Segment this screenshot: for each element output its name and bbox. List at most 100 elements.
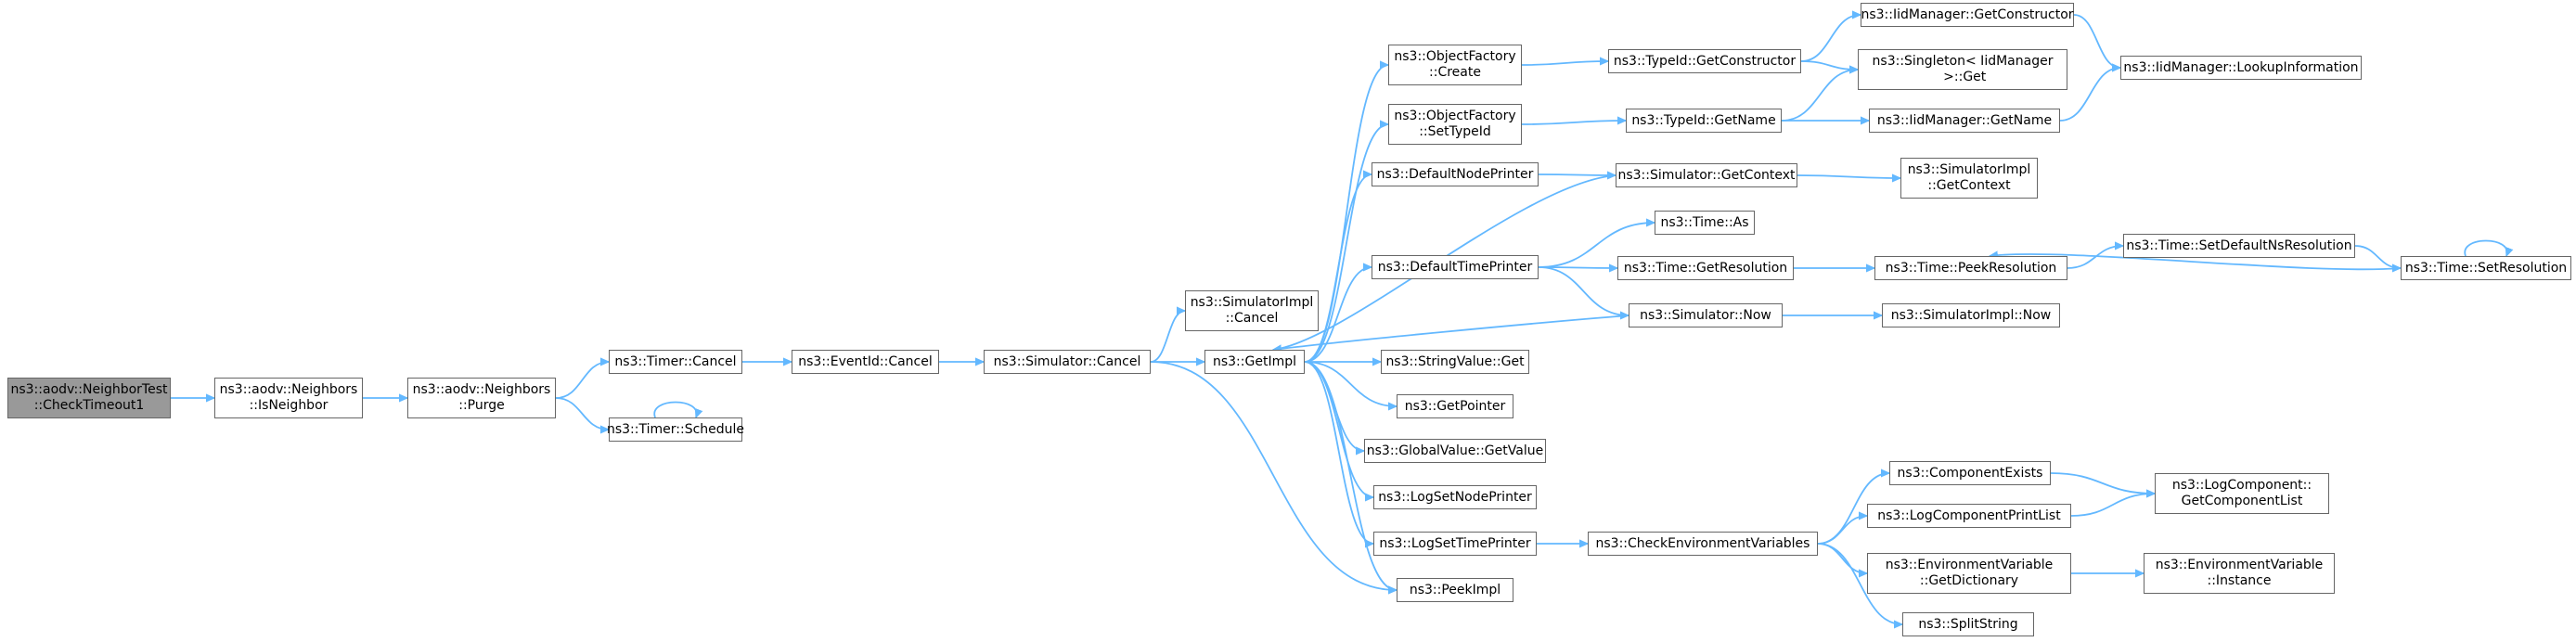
edge-typeid-getname-to-singleton-get	[1781, 70, 1858, 122]
edge-get-impl-to-get-pointer	[1304, 361, 1397, 406]
node-timer-schedule[interactable]: ns3::Timer::Schedule	[606, 417, 745, 442]
node-label: ns3::Simulator::GetContext	[1617, 167, 1796, 183]
node-iidm-lookupinformation[interactable]: ns3::IidManager::LookupInformation	[2120, 56, 2362, 80]
node-label: ns3::DefaultNodePrinter	[1376, 166, 1534, 182]
edge-simulator-cancel-to-simimpl-cancel	[1150, 311, 1185, 363]
node-label: ns3::Time::GetResolution	[1623, 260, 1788, 276]
node-time-getresolution[interactable]: ns3::Time::GetResolution	[1617, 256, 1794, 280]
node-envvar-instance[interactable]: ns3::EnvironmentVariable::Instance	[2144, 553, 2335, 594]
edge-iidm-getname-to-iidm-lookupinformation	[2059, 68, 2120, 122]
node-label: ns3::IidManager::LookupInformation	[2123, 59, 2359, 75]
edge-iidm-getconstructor-to-iidm-lookupinformation	[2073, 14, 2120, 68]
node-simulator-getcontext[interactable]: ns3::Simulator::GetContext	[1616, 163, 1797, 187]
node-label: ns3::Singleton< IidManager	[1872, 54, 2054, 69]
node-split-string[interactable]: ns3::SplitString	[1902, 612, 2034, 636]
node-label: ns3::LogSetTimePrinter	[1379, 535, 1531, 551]
node-eventid-cancel[interactable]: ns3::EventId::Cancel	[792, 350, 939, 374]
node-logcomponent-getcomponentlist[interactable]: ns3::LogComponent::GetComponentList	[2155, 473, 2329, 514]
node-label: ::GetContext	[1927, 178, 2011, 193]
node-get-pointer[interactable]: ns3::GetPointer	[1397, 394, 1513, 418]
node-label: ns3::Timer::Cancel	[614, 353, 737, 369]
edge-log-component-print-list-to-logcomponent-getcomponentlist	[2070, 494, 2155, 517]
node-label: ::GetDictionary	[1919, 573, 2019, 588]
edge-of-create-to-typeid-getconstructor	[1521, 61, 1608, 66]
node-typeid-getconstructor[interactable]: ns3::TypeId::GetConstructor	[1608, 49, 1801, 73]
node-purge[interactable]: ns3::aodv::Neighbors::Purge	[407, 378, 556, 418]
node-label: ns3::LogComponent::	[2171, 478, 2312, 493]
node-simimpl-getcontext[interactable]: ns3::SimulatorImpl::GetContext	[1900, 158, 2038, 199]
node-peek-impl[interactable]: ns3::PeekImpl	[1397, 578, 1513, 602]
call-edges	[170, 14, 2507, 624]
node-timer-cancel[interactable]: ns3::Timer::Cancel	[609, 350, 742, 374]
node-label: ::Cancel	[1225, 311, 1279, 326]
node-globalvalue-getvalue[interactable]: ns3::GlobalValue::GetValue	[1364, 439, 1546, 463]
node-iidm-getname[interactable]: ns3::IidManager::GetName	[1869, 109, 2060, 133]
node-label: ns3::aodv::Neighbors	[412, 382, 551, 397]
edge-default-node-printer-to-simulator-getcontext	[1538, 174, 1616, 175]
node-label: ns3::GetImpl	[1212, 353, 1296, 369]
edge-default-time-printer-to-time-getresolution	[1538, 267, 1617, 268]
edge-check-env-vars-to-envvar-getdictionary	[1817, 543, 1867, 573]
node-of-settypeid[interactable]: ns3::ObjectFactory::SetTypeId	[1388, 104, 1522, 145]
node-simulator-cancel[interactable]: ns3::Simulator::Cancel	[984, 350, 1151, 374]
edge-time-setdefaultnsresolution-to-time-setresolution	[2354, 245, 2401, 268]
node-singleton-get[interactable]: ns3::Singleton< IidManager >::Get	[1858, 49, 2067, 90]
edge-timer-schedule-to-timer-schedule	[653, 401, 696, 418]
node-label: ns3::CheckEnvironmentVariables	[1595, 535, 1810, 551]
edge-typeid-getconstructor-to-singleton-get	[1800, 60, 1858, 70]
node-label: ::IsNeighbor	[249, 398, 328, 413]
node-stringvalue-get[interactable]: ns3::StringValue::Get	[1381, 350, 1529, 374]
node-label: GetComponentList	[2181, 494, 2303, 508]
node-simulator-now[interactable]: ns3::Simulator::Now	[1629, 303, 1783, 327]
node-label: ns3::Simulator::Cancel	[993, 353, 1141, 369]
node-label: ns3::Time::PeekResolution	[1885, 260, 2057, 276]
node-default-time-printer[interactable]: ns3::DefaultTimePrinter	[1372, 255, 1539, 279]
node-of-create[interactable]: ns3::ObjectFactory::Create	[1388, 45, 1522, 85]
node-label: ns3::Time::SetDefaultNsResolution	[2126, 238, 2352, 253]
edge-component-exists-to-logcomponent-getcomponentlist	[2050, 472, 2155, 494]
edge-get-impl-to-default-time-printer	[1304, 267, 1372, 363]
edge-check-env-vars-to-split-string	[1817, 543, 1902, 624]
node-typeid-getname[interactable]: ns3::TypeId::GetName	[1626, 109, 1782, 133]
node-log-set-time-printer[interactable]: ns3::LogSetTimePrinter	[1373, 532, 1537, 556]
node-simimpl-now[interactable]: ns3::SimulatorImpl::Now	[1882, 303, 2060, 327]
node-label: ns3::SimulatorImpl::Now	[1890, 307, 2052, 323]
edge-typeid-getconstructor-to-iidm-getconstructor	[1800, 15, 1861, 62]
node-is-neighbor[interactable]: ns3::aodv::Neighbors::IsNeighbor	[214, 378, 363, 418]
edge-purge-to-timer-schedule	[555, 397, 609, 430]
node-label: ns3::GlobalValue::GetValue	[1366, 443, 1544, 458]
node-time-setdefaultnsresolution[interactable]: ns3::Time::SetDefaultNsResolution	[2123, 234, 2355, 258]
node-check-env-vars[interactable]: ns3::CheckEnvironmentVariables	[1588, 532, 1818, 556]
node-envvar-getdictionary[interactable]: ns3::EnvironmentVariable::GetDictionary	[1867, 553, 2071, 594]
node-time-peekresolution[interactable]: ns3::Time::PeekResolution	[1874, 256, 2067, 280]
node-label: ns3::Timer::Schedule	[606, 421, 745, 437]
node-label: ns3::EventId::Cancel	[798, 353, 933, 369]
edge-get-impl-to-peek-impl	[1304, 361, 1397, 590]
node-label: ns3::EnvironmentVariable	[1885, 558, 2054, 572]
node-label: ns3::aodv::Neighbors	[219, 382, 358, 397]
node-log-set-node-printer[interactable]: ns3::LogSetNodePrinter	[1373, 485, 1537, 509]
node-iidm-getconstructor[interactable]: ns3::IidManager::GetConstructor	[1861, 3, 2074, 27]
node-get-impl[interactable]: ns3::GetImpl	[1204, 350, 1305, 374]
node-component-exists[interactable]: ns3::ComponentExists	[1889, 461, 2051, 485]
node-time-setresolution[interactable]: ns3::Time::SetResolution	[2401, 256, 2571, 280]
node-label: ns3::DefaultTimePrinter	[1377, 259, 1533, 275]
node-time-as[interactable]: ns3::Time::As	[1655, 211, 1755, 235]
node-label: ns3::Time::SetResolution	[2404, 260, 2568, 276]
node-label: ns3::ObjectFactory	[1394, 49, 1516, 64]
node-label: ns3::SimulatorImpl	[1907, 162, 2031, 177]
node-log-component-print-list[interactable]: ns3::LogComponentPrintList	[1867, 504, 2071, 528]
node-label: ns3::SimulatorImpl	[1190, 295, 1314, 310]
node-simimpl-cancel[interactable]: ns3::SimulatorImpl::Cancel	[1185, 290, 1319, 331]
node-label: ns3::IidManager::GetName	[1876, 112, 2053, 128]
node-label: ns3::aodv::NeighborTest	[10, 382, 168, 397]
node-label: ::CheckTimeout1	[33, 398, 145, 413]
node-label: ::Purge	[458, 398, 505, 413]
node-label: ns3::SplitString	[1918, 616, 2018, 632]
node-check-timeout1: ns3::aodv::NeighborTest::CheckTimeout1	[7, 378, 171, 418]
node-label: ::SetTypeId	[1419, 124, 1491, 139]
node-label: ns3::LogSetNodePrinter	[1378, 489, 1532, 505]
node-default-node-printer[interactable]: ns3::DefaultNodePrinter	[1372, 162, 1539, 186]
edge-get-impl-to-log-set-node-printer	[1304, 361, 1373, 497]
